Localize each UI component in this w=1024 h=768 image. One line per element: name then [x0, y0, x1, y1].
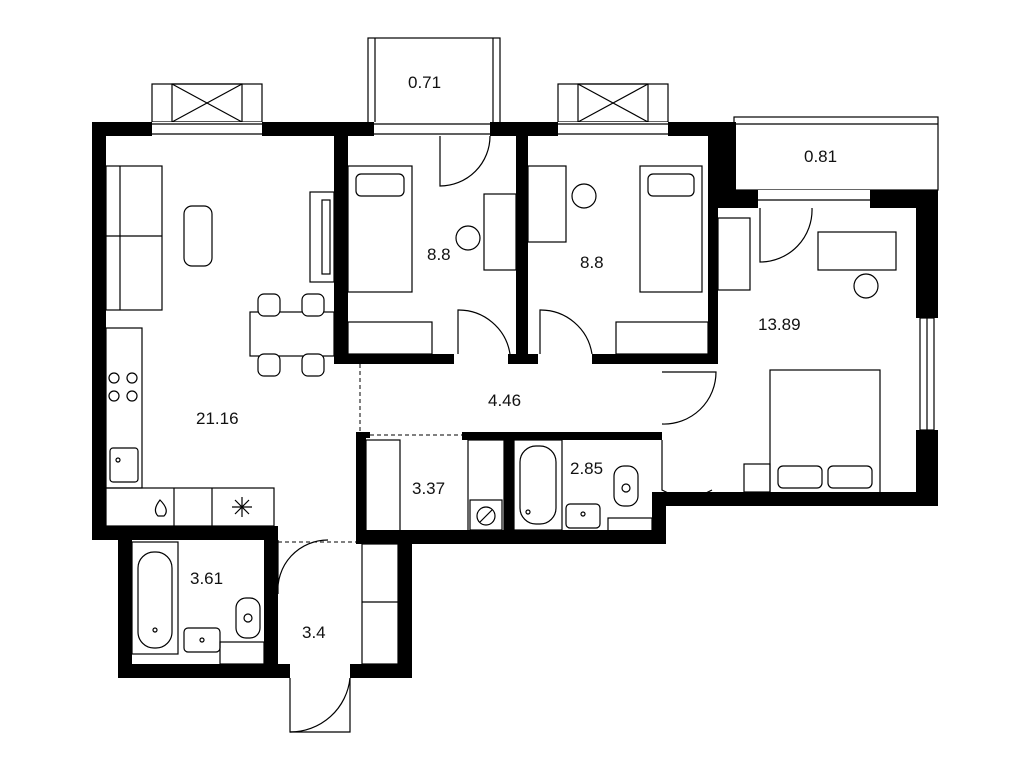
area-bathroom-right: 2.85	[570, 459, 603, 478]
bed-icon	[347, 165, 413, 293]
area-hallway: 4.46	[488, 391, 521, 410]
sink-icon	[109, 447, 139, 483]
shelf-middle	[615, 321, 709, 355]
double-bed-icon	[769, 369, 881, 495]
room-labels: 0.71 0.81 8.8 8.8 13.89 4.46 21.16 3.37 …	[190, 73, 837, 642]
dining-table-icon	[249, 293, 335, 377]
bathtub-icon-left	[131, 541, 179, 655]
area-bedroom-left: 8.8	[427, 245, 451, 264]
washing-machine-icon	[469, 499, 503, 531]
bed-icon-middle	[639, 165, 703, 293]
window-box-middle	[557, 83, 669, 123]
bathtub-icon	[513, 439, 563, 531]
desk-icon	[455, 193, 517, 271]
fridge-icon	[154, 499, 167, 517]
balcony-right	[733, 116, 939, 191]
desk-icon-master	[817, 231, 897, 299]
toilet-icon	[613, 465, 639, 507]
sink-icon-left	[183, 627, 221, 653]
shaft-right	[607, 517, 653, 543]
area-living-kitchen: 21.16	[196, 409, 239, 428]
area-bedroom-middle: 8.8	[580, 253, 604, 272]
storage-shelves	[365, 439, 505, 533]
toilet-icon-left	[235, 597, 261, 639]
shaft-left	[219, 641, 265, 665]
closet-bottom-master	[743, 463, 771, 493]
area-storage: 3.37	[412, 479, 445, 498]
doors	[277, 135, 813, 733]
balcony-top	[367, 37, 501, 125]
stove-icon	[108, 372, 138, 402]
area-balcony-top: 0.71	[408, 73, 441, 92]
interior-walls	[334, 122, 718, 544]
coffee-table-icon	[183, 205, 213, 267]
area-balcony-right: 0.81	[804, 147, 837, 166]
door-cutouts	[152, 122, 870, 208]
area-bedroom-master: 13.89	[758, 315, 801, 334]
area-bathroom-left: 3.61	[190, 569, 223, 588]
shelf-left	[347, 321, 433, 355]
tv-stand-icon	[309, 191, 335, 283]
sink-icon-right	[565, 503, 601, 529]
desk-icon-middle	[527, 165, 597, 243]
entrance-closet	[361, 543, 399, 665]
sofa-icon	[105, 165, 163, 311]
area-entrance: 3.4	[302, 623, 326, 642]
kitchen-counter	[105, 327, 275, 527]
window-box-left	[151, 83, 263, 123]
snowflake-icon	[232, 497, 252, 517]
wardrobe-master	[717, 217, 751, 291]
boundaries	[278, 364, 462, 543]
